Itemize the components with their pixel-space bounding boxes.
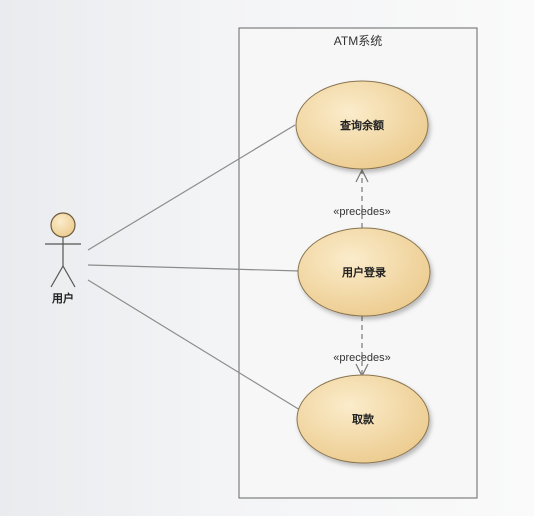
arrowhead-check-balance [355,168,369,183]
stereotype-label-precedes-2: «precedes» [333,352,391,364]
actor-right-leg-icon [62,265,76,288]
association-user-check-balance[interactable] [87,124,296,251]
actor-head-icon [50,212,76,238]
actor-user[interactable]: 用户 [45,212,81,305]
usecase-withdraw-label: 取款 [352,412,375,426]
usecase-login[interactable]: 用户登录 [297,227,431,317]
usecase-login-label: 用户登录 [342,265,386,279]
association-user-login[interactable] [87,264,301,272]
system-boundary-title: ATM系统 [334,34,382,48]
actor-left-leg-icon [50,265,64,288]
usecase-withdraw[interactable]: 取款 [296,374,430,464]
actor-label: 用户 [52,291,74,305]
stereotype-label-precedes-1: «precedes» [333,206,391,218]
usecase-check-balance-label: 查询余额 [340,118,384,132]
association-user-withdraw[interactable] [87,279,301,411]
usecase-check-balance[interactable]: 查询余额 [295,80,429,170]
